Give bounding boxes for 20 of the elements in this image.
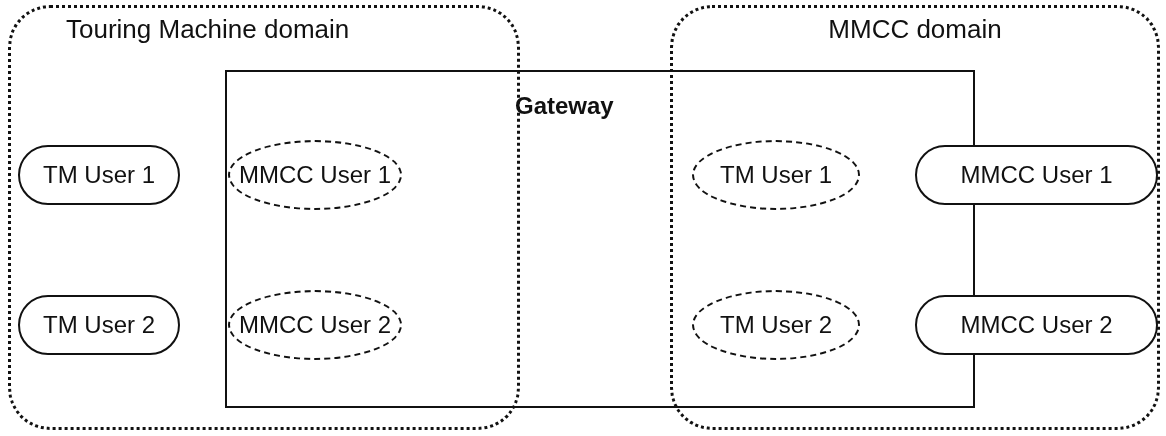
gateway-title: Gateway [515,92,614,120]
proxy-user-ellipse [692,290,860,360]
user-label: TM User 1 [43,161,155,189]
proxy-user-ellipse [228,290,402,360]
domain-title: Touring Machine domain [66,14,350,45]
domain-region [670,5,1160,430]
proxy-user-ellipse [692,140,860,210]
user-node [18,295,180,355]
proxy-user-ellipse [228,140,402,210]
user-label: MMCC User 1 [239,161,391,189]
user-label: TM User 2 [43,311,155,339]
user-label: MMCC User 1 [960,161,1113,189]
user-node [18,145,180,205]
user-label: TM User 1 [720,161,832,189]
domain-title: MMCC domain [828,14,1002,45]
user-label: MMCC User 2 [960,311,1113,339]
user-node [915,295,1158,355]
user-label: TM User 2 [720,311,832,339]
user-node [915,145,1158,205]
user-label: MMCC User 2 [239,311,391,339]
